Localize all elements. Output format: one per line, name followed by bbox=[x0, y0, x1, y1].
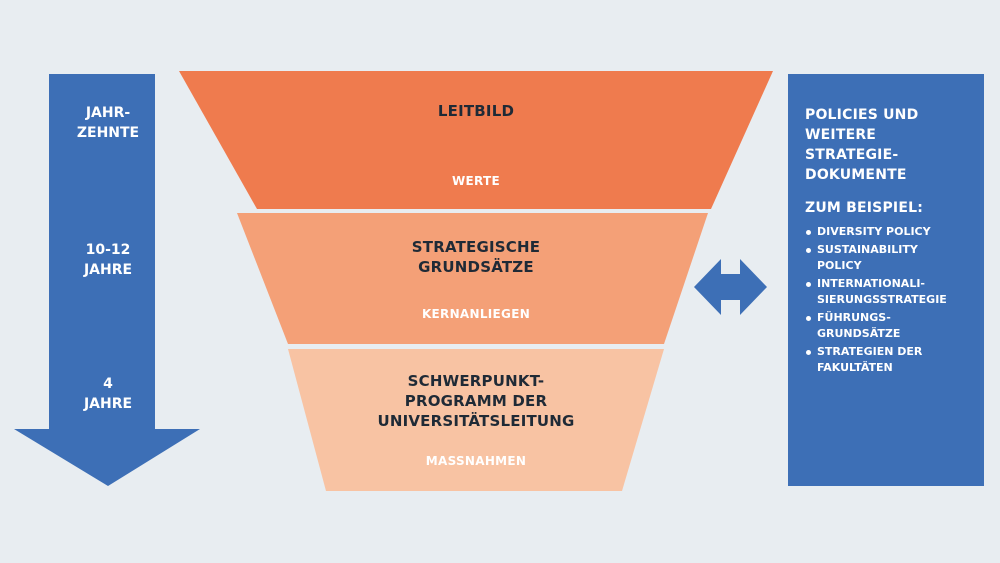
funnel-level-2-text: STRATEGISCHE GRUNDSÄTZE bbox=[326, 237, 626, 277]
level-2-title: STRATEGISCHE GRUNDSÄTZE bbox=[411, 238, 541, 276]
timeline-label-10-12-years: 10-12 JAHRE bbox=[83, 242, 133, 278]
level-2-subtitle: KERNANLIEGEN bbox=[421, 307, 531, 321]
funnel-level-2 bbox=[237, 213, 708, 344]
level-3-title: SCHWERPUNKT- PROGRAMM DER UNIVERSITÄTSLE… bbox=[377, 372, 575, 430]
level-3-subtitle: MASSNAHMEN bbox=[425, 454, 527, 468]
policies-subheading: ZUM BEISPIEL: bbox=[805, 200, 924, 216]
policies-panel: POLICIES UND WEITERE STRATEGIE- DOKUMENT… bbox=[788, 74, 984, 486]
policies-heading: POLICIES UND WEITERE STRATEGIE- DOKUMENT… bbox=[805, 107, 919, 183]
down-arrow-icon bbox=[14, 74, 200, 486]
double-arrow-icon bbox=[694, 259, 767, 315]
timeline-label-4-years: 4 JAHRE bbox=[83, 376, 133, 412]
policies-list: DIVERSITY POLICY SUSTAINABILITY POLICY I… bbox=[805, 224, 984, 376]
level-1-title: LEITBILD bbox=[437, 102, 515, 120]
list-item: FÜHRUNGS- GRUNDSÄTZE bbox=[805, 310, 984, 342]
funnel-level-1 bbox=[179, 71, 773, 209]
funnel-level-1-text: LEITBILD bbox=[326, 101, 626, 121]
list-item: INTERNATIONALI- SIERUNGSSTRATEGIE bbox=[805, 276, 984, 308]
level-1-subtitle: WERTE bbox=[451, 174, 501, 188]
funnel-level-3-text: SCHWERPUNKT- PROGRAMM DER UNIVERSITÄTSLE… bbox=[326, 371, 626, 431]
funnel-level-3-sub: MASSNAHMEN bbox=[326, 453, 626, 469]
timeline-label-decades: JAHR- ZEHNTE bbox=[76, 105, 140, 141]
list-item: STRATEGIEN DER FAKULTÄTEN bbox=[805, 344, 984, 376]
list-item: DIVERSITY POLICY bbox=[805, 224, 984, 240]
funnel-level-1-sub: WERTE bbox=[326, 173, 626, 189]
funnel-level-2-sub: KERNANLIEGEN bbox=[326, 306, 626, 322]
list-item: SUSTAINABILITY POLICY bbox=[805, 242, 984, 274]
funnel-level-3 bbox=[288, 349, 664, 491]
